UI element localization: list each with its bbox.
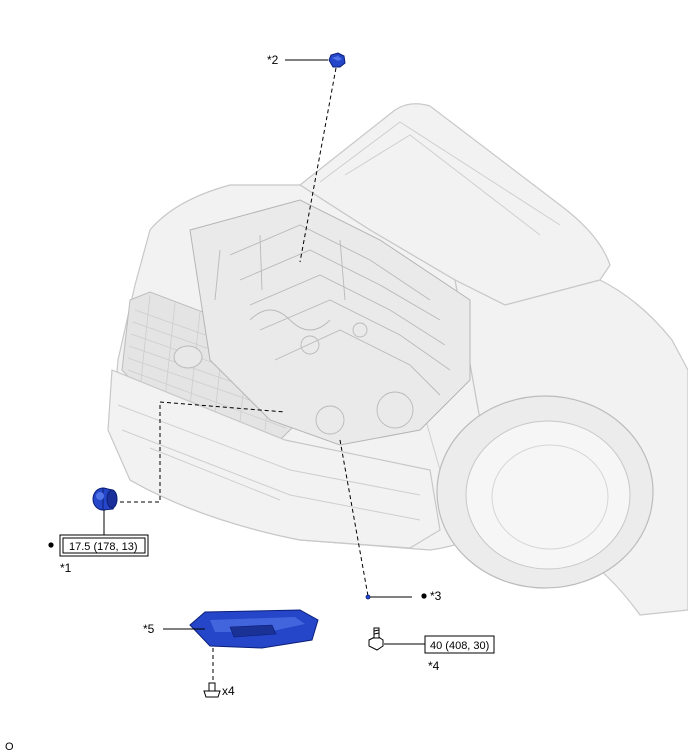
torque-4: 40 (408, 30): [430, 640, 489, 652]
torque-box-1: [59, 534, 149, 557]
cover-fastener: [203, 682, 221, 698]
callout-1: *1: [60, 561, 72, 575]
callout-4: *4: [428, 659, 440, 673]
torque-1: 17.5 (178, 13): [69, 541, 138, 553]
emblem: [173, 345, 203, 369]
torque-box-4: [424, 635, 495, 654]
front-wheel-rim: [465, 420, 631, 570]
bullet-3: [421, 593, 427, 599]
part-4-bolt: [368, 627, 384, 651]
part-1-mount: [92, 487, 118, 511]
bullet-1: [48, 542, 54, 548]
part-5-cover: [189, 609, 319, 649]
part-2-cap: [328, 52, 346, 68]
leader-3-dashed: [339, 439, 369, 597]
figure-code: O: [5, 741, 14, 753]
hood: [298, 103, 611, 306]
fastener-quantity: x4: [222, 684, 235, 698]
callout-5: *5: [143, 622, 155, 636]
vehicle-illustration: [107, 103, 688, 616]
front-bumper: [107, 369, 441, 549]
part-3-clip: [365, 594, 371, 600]
engine-assembly: [189, 199, 471, 446]
callout-2: *2: [267, 53, 279, 67]
leader-2-dashed: [299, 67, 337, 263]
callout-3: *3: [430, 589, 442, 603]
